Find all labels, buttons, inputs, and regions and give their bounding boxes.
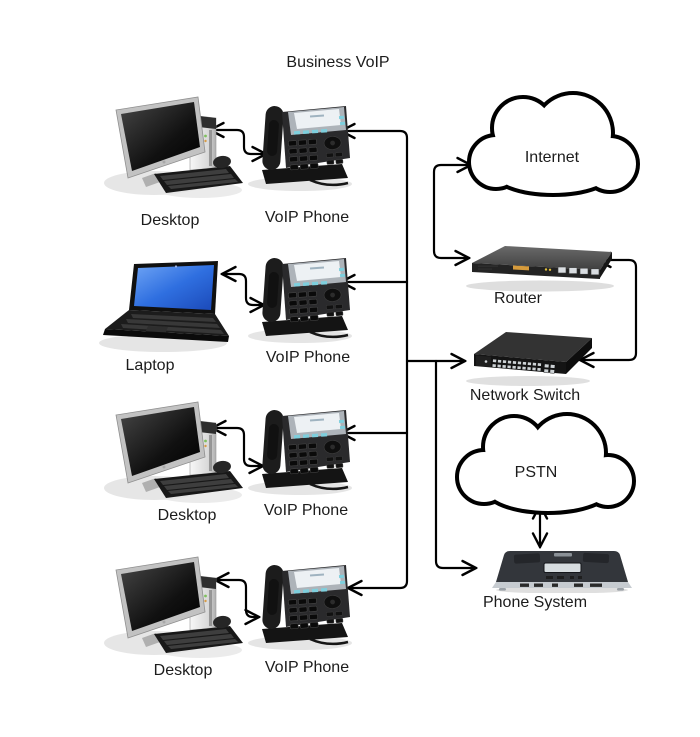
node-laptop: Laptop	[99, 261, 229, 374]
network-switch-label: Network Switch	[470, 387, 580, 404]
voip-phone-3-label: VoIP Phone	[264, 502, 348, 519]
connector-laptop-phone2	[222, 274, 264, 305]
connector-desktop4-phone4	[215, 580, 259, 617]
node-voip-phone-4: VoIP Phone	[246, 563, 354, 676]
voip-phone-2-label: VoIP Phone	[266, 349, 350, 366]
node-desktop-4: Desktop	[103, 556, 244, 679]
connector-bus-phone-system	[434, 359, 476, 568]
internet-cloud-icon	[467, 91, 640, 197]
node-desktop-3: Desktop	[103, 401, 244, 524]
pstn-cloud-icon	[455, 412, 636, 515]
connector-desktop3-phone3	[212, 428, 263, 466]
node-desktop-1: Desktop	[103, 96, 244, 229]
desktop-1-label: Desktop	[141, 212, 200, 229]
pstn-label: PSTN	[515, 464, 558, 481]
connector-internet-router	[432, 165, 471, 258]
desktop-4-label: Desktop	[154, 662, 213, 679]
node-router: Router	[465, 245, 615, 307]
node-phone-system: Phone System	[483, 550, 633, 611]
phone-system-icon	[491, 550, 633, 593]
voip-phone-4-label: VoIP Phone	[265, 659, 349, 676]
node-pstn: PSTN	[455, 412, 636, 515]
connector-phone-bus	[341, 131, 409, 588]
internet-label: Internet	[525, 149, 580, 166]
diagram-title: Business VoIP	[286, 54, 389, 71]
node-internet: Internet	[467, 91, 640, 197]
node-voip-phone-2: VoIP Phone	[246, 256, 354, 366]
phone-system-label: Phone System	[483, 594, 587, 611]
node-voip-phone-3: VoIP Phone	[246, 408, 354, 519]
node-network-switch: Network Switch	[466, 331, 593, 404]
router-label: Router	[494, 290, 543, 307]
laptop-label: Laptop	[126, 357, 175, 374]
connector-router-switch	[580, 260, 638, 360]
connector-desktop1-phone1	[210, 130, 266, 154]
node-voip-phone-1: VoIP Phone	[246, 104, 354, 226]
desktop-3-label: Desktop	[158, 507, 217, 524]
voip-phone-1-label: VoIP Phone	[265, 209, 349, 226]
